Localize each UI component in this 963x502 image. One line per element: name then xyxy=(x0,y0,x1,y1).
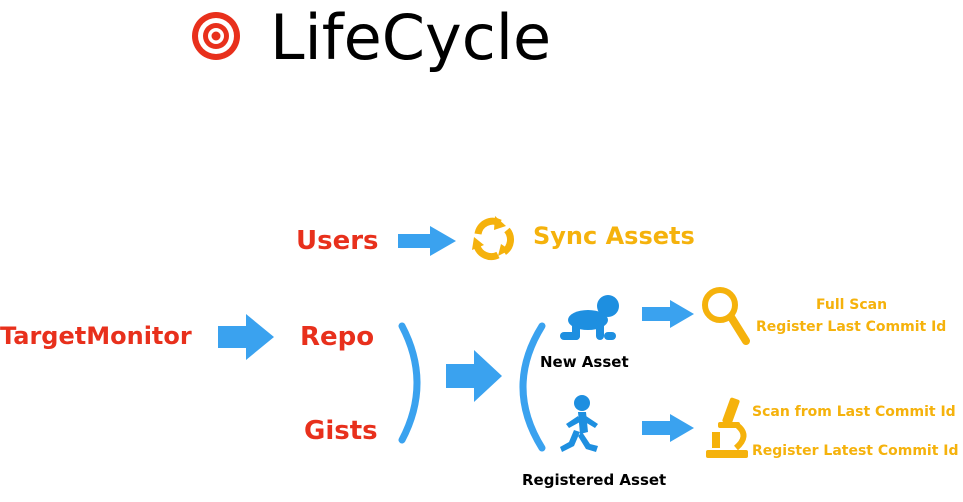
target-logo-icon xyxy=(190,10,242,62)
microscope-icon xyxy=(704,396,752,460)
new-asset-label: New Asset xyxy=(540,353,629,371)
arrow-users-to-sync xyxy=(398,226,456,256)
repo-label: Repo xyxy=(300,322,375,352)
arrow-registered-to-incremental-scan xyxy=(642,414,694,442)
crawling-baby-icon xyxy=(556,294,626,342)
target-monitor-label: TargetMonitor xyxy=(0,322,192,350)
arrow-sources-to-assets xyxy=(446,350,502,402)
users-label: Users xyxy=(296,226,379,256)
page-title: LifeCycle xyxy=(270,1,552,74)
gists-label: Gists xyxy=(304,416,378,446)
registered-asset-label: Registered Asset xyxy=(522,471,667,489)
right-paren-bracket xyxy=(398,322,434,444)
sync-assets-label: Sync Assets xyxy=(533,222,695,250)
scan-from-last-commit-label: Scan from Last Commit Id xyxy=(752,404,956,420)
sync-icon xyxy=(464,210,520,266)
magnifier-icon xyxy=(700,285,752,347)
arrow-new-asset-to-full-scan xyxy=(642,300,694,328)
full-scan-label: Full Scan xyxy=(816,297,888,313)
running-child-icon xyxy=(558,394,602,460)
register-last-commit-label: Register Last Commit Id xyxy=(756,319,947,335)
arrow-target-monitor-to-repo xyxy=(218,314,274,360)
register-latest-commit-label: Register Latest Commit Id xyxy=(752,443,959,459)
left-paren-bracket xyxy=(508,322,548,452)
